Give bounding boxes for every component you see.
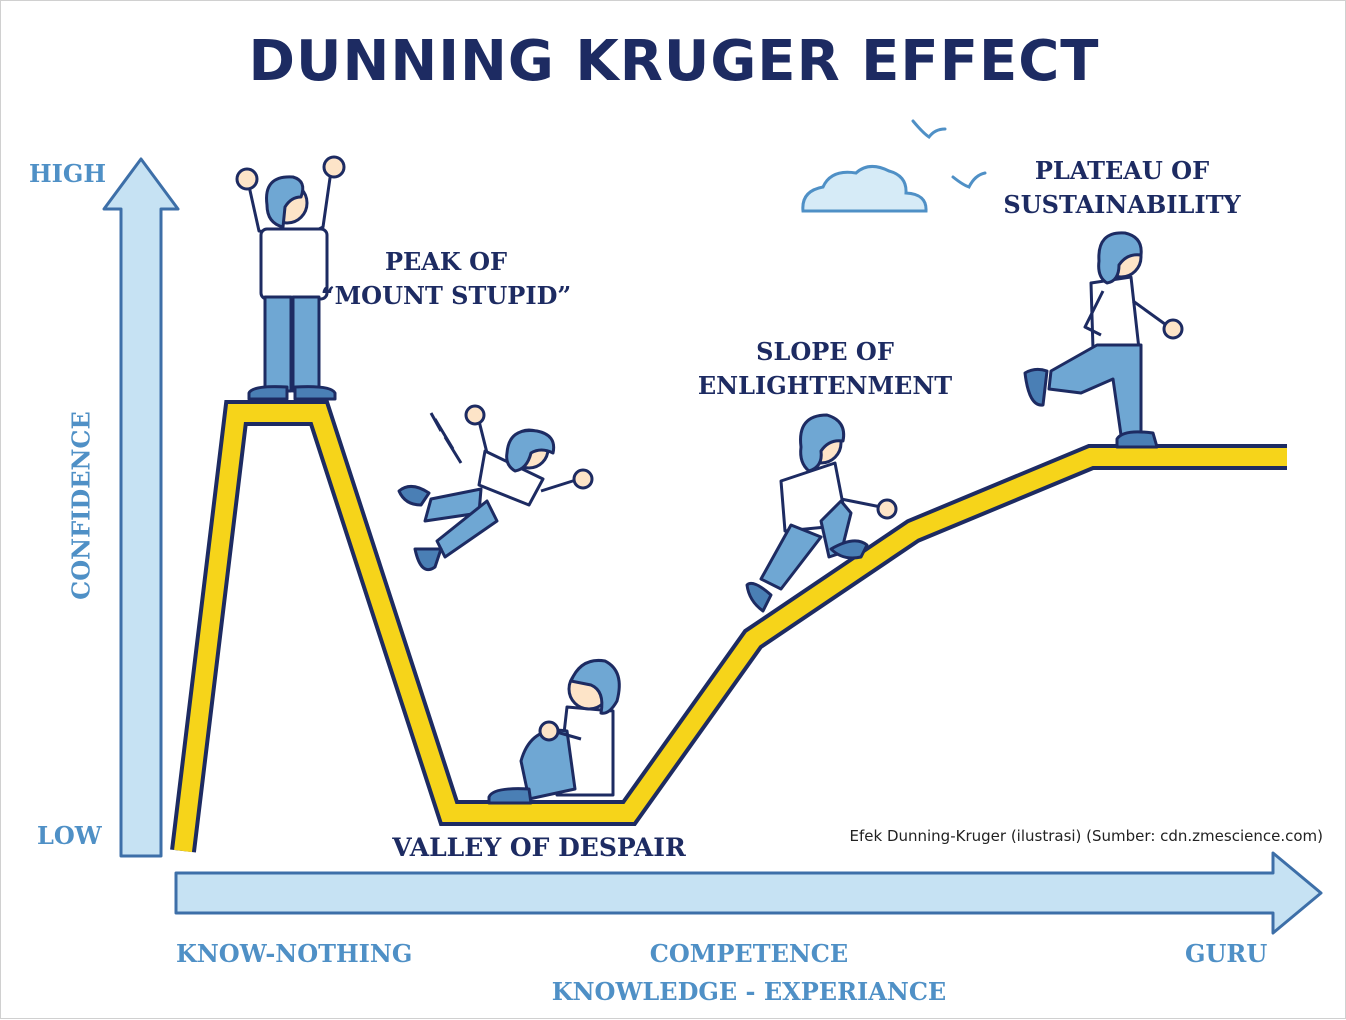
knowledge-axis-arrow	[174, 851, 1323, 935]
cloud-icon	[801, 165, 928, 213]
person-falling-icon	[397, 404, 594, 572]
y-axis-title: CONFIDENCE	[66, 411, 96, 600]
y-axis-high-label: HIGH	[29, 159, 107, 188]
plateau-label: PLATEAU OF SUSTAINABILITY	[991, 154, 1253, 222]
confidence-axis-arrow	[102, 157, 180, 858]
person-peak-icon	[235, 155, 346, 401]
plateau-label-line1: PLATEAU OF	[1034, 156, 1210, 185]
x-axis-right-label: GURU	[1185, 939, 1268, 968]
image-caption: Efek Dunning-Kruger (ilustrasi) (Sumber:…	[849, 827, 1324, 845]
slope-label-line2: ENLIGHTENMENT	[697, 371, 953, 400]
x-axis-left-label: KNOW-NOTHING	[176, 939, 413, 968]
diagram-title: DUNNING KRUGER EFFECT	[248, 29, 1100, 94]
peak-label-line1: PEAK OF	[384, 247, 508, 276]
bird-icon	[911, 119, 947, 140]
plateau-label-line2: SUSTAINABILITY	[1003, 190, 1241, 219]
peak-label-line2: “MOUNT STUPID”	[320, 281, 572, 310]
x-axis-middle-label: COMPETENCE	[649, 939, 849, 968]
bird-icon	[951, 171, 987, 189]
person-climbing-icon	[745, 413, 898, 613]
valley-label: VALLEY OF DESPAIR	[392, 833, 686, 862]
person-sitting-icon	[487, 658, 621, 805]
person-walking-icon	[1023, 231, 1184, 449]
peak-label: PEAK OF “MOUNT STUPID”	[301, 245, 591, 313]
y-axis-low-label: LOW	[37, 821, 102, 850]
slope-label-line1: SLOPE OF	[756, 337, 894, 366]
slope-label: SLOPE OF ENLIGHTENMENT	[691, 335, 959, 403]
x-axis-title: KNOWLEDGE - EXPERIANCE	[551, 977, 947, 1006]
